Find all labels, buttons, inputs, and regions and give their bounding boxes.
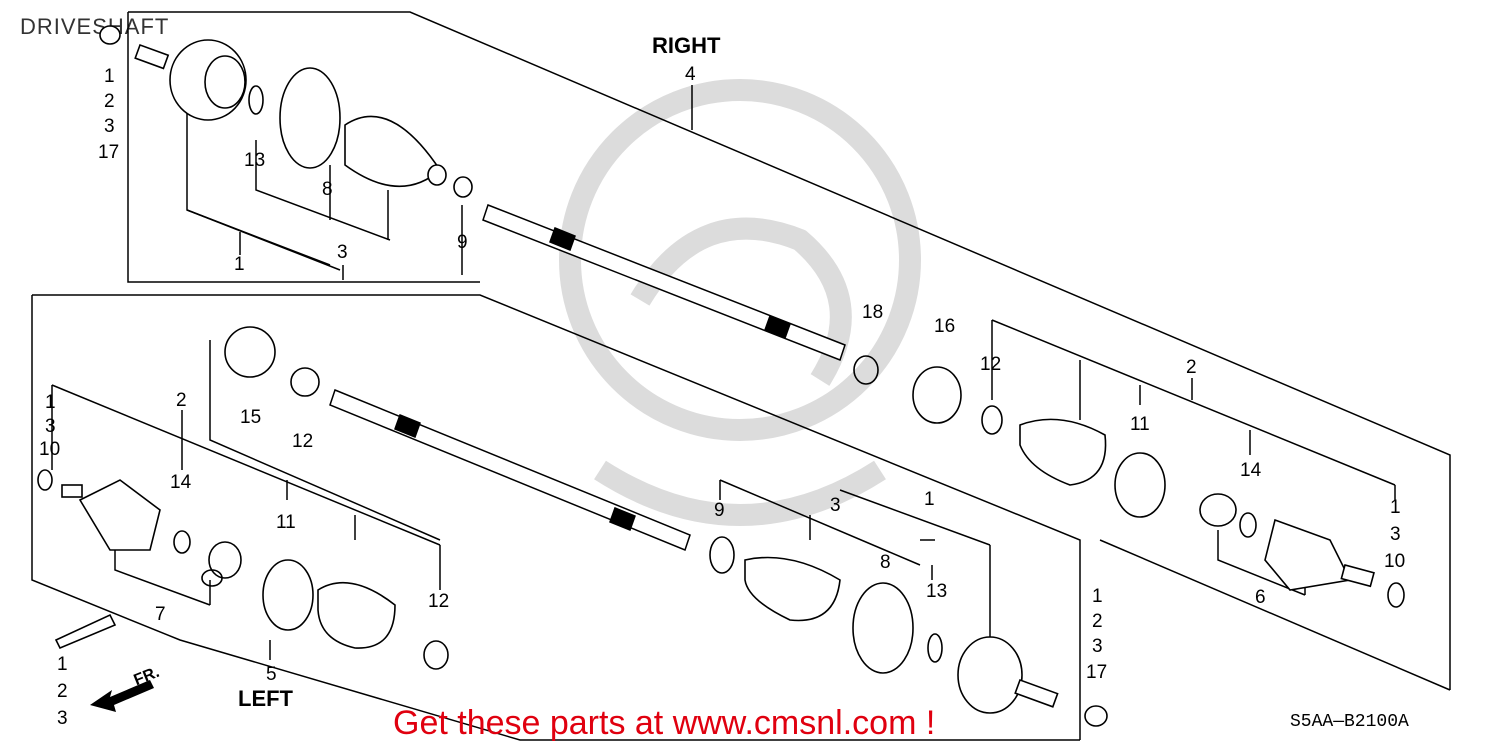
right-band-11 [1114, 452, 1166, 518]
callout: 1 [924, 489, 935, 510]
r-circlip [453, 176, 473, 198]
callout: 3 [830, 495, 841, 516]
r-damper-16 [912, 366, 962, 424]
callout: 2 [176, 390, 187, 411]
callout: 17 [1086, 662, 1107, 683]
l-band-12 [290, 367, 320, 397]
callout: 8 [880, 552, 891, 573]
callout: 4 [685, 64, 696, 85]
callout: 17 [98, 142, 119, 163]
callout: 13 [244, 150, 265, 171]
left-outboard-boot [744, 556, 841, 622]
left-assembly-frame [32, 294, 1081, 740]
callout: 1 [45, 392, 56, 413]
callout: 12 [292, 431, 313, 452]
r-nut [99, 25, 121, 45]
callout: 2 [104, 91, 115, 112]
l-band-12b [423, 640, 449, 670]
left-outboard-joint [957, 636, 1059, 714]
callout: 3 [337, 242, 348, 263]
callout-numbers: 1 2 3 17 13 8 3 9 1 4 18 16 12 2 11 14 1… [39, 64, 1405, 729]
callout: 1 [104, 66, 115, 87]
callout: 5 [266, 664, 277, 685]
left-inboard-boot [317, 582, 396, 649]
right-inboard-boot [1019, 418, 1107, 486]
callout: 18 [862, 302, 883, 323]
callout: 3 [1092, 636, 1103, 657]
callout: 6 [1255, 587, 1266, 608]
right-assembly-frame [128, 11, 1451, 690]
l-damper-15 [224, 326, 276, 378]
callout: 3 [104, 116, 115, 137]
r-spider [1199, 493, 1237, 527]
right-outboard-joint [134, 39, 247, 121]
l-ring-14 [173, 530, 191, 554]
left-driveshaft [329, 389, 691, 551]
l-clip-13 [927, 633, 943, 663]
callout: 15 [240, 407, 261, 428]
r-clip-ring [248, 85, 264, 115]
callout: 10 [1384, 551, 1405, 572]
callout: 13 [926, 581, 947, 602]
callout: 8 [322, 179, 333, 200]
l-spider [208, 541, 242, 579]
callout: 14 [170, 472, 192, 493]
callout: 3 [1390, 524, 1401, 545]
callout: 3 [45, 416, 56, 437]
callout: 2 [1186, 357, 1197, 378]
promo-link-text[interactable]: Get these parts at www.cmsnl.com ! [393, 704, 936, 742]
watermark-logo [559, 79, 921, 526]
callout: 9 [457, 232, 468, 253]
l-nut [1084, 705, 1108, 727]
callout: 1 [57, 654, 68, 675]
l-band-11 [262, 559, 314, 631]
page-title: DRIVESHAFT [20, 14, 170, 39]
left-side-label: LEFT [238, 686, 293, 711]
left-inboard-joint [61, 479, 161, 551]
callout: 1 [234, 254, 245, 275]
callout: 3 [57, 708, 68, 729]
right-driveshaft [482, 204, 846, 361]
r-band-12 [981, 405, 1003, 435]
callout: 11 [276, 512, 296, 533]
callout: 1 [1390, 497, 1401, 518]
callout: 11 [1130, 414, 1150, 435]
right-outboard-boot [344, 115, 447, 188]
callout: 7 [155, 604, 166, 625]
callout: 16 [934, 316, 955, 337]
callout: 12 [428, 591, 449, 612]
l-band-8 [852, 582, 914, 674]
right-inboard-joint [1264, 518, 1375, 591]
r-ring-14 [1239, 512, 1257, 538]
right-side-label: RIGHT [652, 33, 721, 58]
r-ring-10 [1387, 582, 1405, 608]
l-ring-10 [37, 469, 53, 491]
callout: 2 [1092, 611, 1103, 632]
callout: 14 [1240, 460, 1262, 481]
grease-tube [54, 613, 117, 650]
callout: 9 [714, 500, 725, 521]
callout: 12 [980, 354, 1001, 375]
l-circlip-9 [709, 536, 735, 574]
right-band [279, 67, 341, 169]
front-direction-arrow [90, 680, 154, 712]
callout: 10 [39, 439, 60, 460]
diagram-code: S5AA—B2100A [1290, 712, 1409, 732]
callout: 2 [57, 681, 68, 702]
callout: 1 [1092, 586, 1103, 607]
r-band-18 [853, 355, 879, 385]
